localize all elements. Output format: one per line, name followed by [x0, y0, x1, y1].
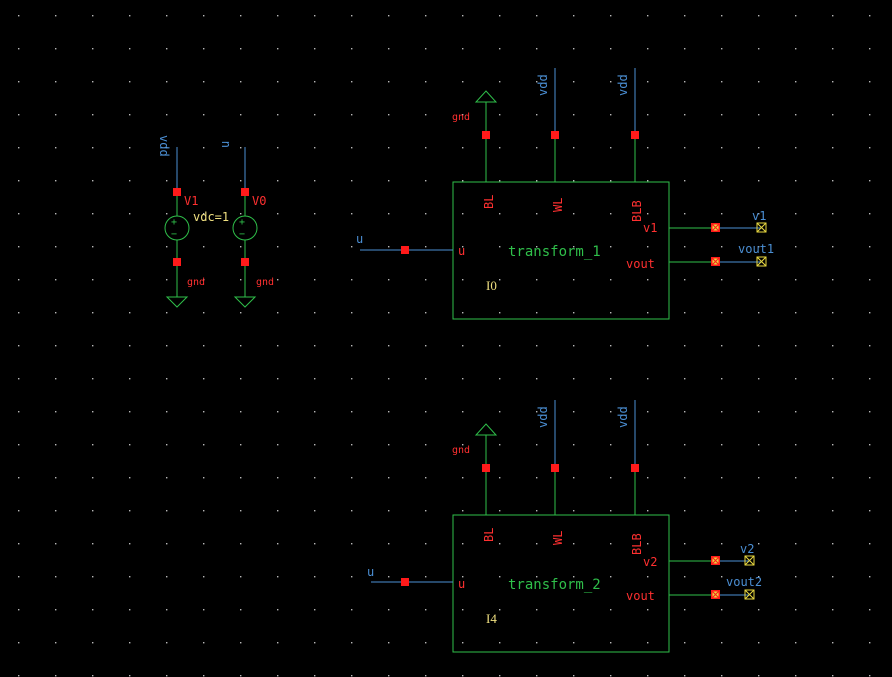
block2-gnd-symbol [474, 423, 498, 436]
block1-port-v1[interactable] [756, 222, 767, 233]
v1-param: vdc=1 [193, 210, 229, 224]
block-transform-2[interactable]: gnd vdd vdd BL WL BLB u v2 vout transfor… [367, 400, 762, 653]
block2-pin-out1-label: v2 [643, 555, 657, 569]
block2-instance-name: I4 [486, 611, 497, 626]
block2-port-vout2[interactable] [744, 589, 755, 600]
block1-pin-out2-label: vout [626, 257, 655, 271]
v1-instance-name: V1 [184, 194, 198, 208]
v0-gnd-symbol [233, 296, 257, 308]
block1-blb-net-label: vdd [616, 74, 630, 96]
v0-pin-top[interactable] [241, 188, 249, 196]
v1-gnd-label: gnd [187, 277, 205, 288]
block2-blb-net-label: vdd [616, 406, 630, 428]
block2-wl-net-label: vdd [536, 406, 550, 428]
block2-input-net-label: u [367, 565, 374, 579]
v1-plus-sign: + [171, 217, 177, 228]
block1-pin-in[interactable] [401, 246, 409, 254]
block1-pin-out1[interactable] [711, 223, 720, 232]
block2-pin-in[interactable] [401, 578, 409, 586]
block1-gnd-label: gnd [452, 112, 470, 123]
block2-pin-wl-label: WL [551, 531, 565, 545]
block1-port-vout1[interactable] [756, 256, 767, 267]
block1-pin-bl[interactable] [482, 131, 490, 139]
block2-out2-net-label: vout2 [726, 575, 762, 589]
block2-pin-out1[interactable] [711, 556, 720, 565]
block1-cell-name: transform_1 [508, 244, 601, 260]
block2-pin-bl[interactable] [482, 464, 490, 472]
block1-pin-out2[interactable] [711, 257, 720, 266]
v1-net-top-label: vdd [157, 135, 171, 157]
block1-pin-blb-label: BLB [630, 200, 644, 222]
block1-instance-name: I0 [486, 278, 497, 293]
block2-pin-in-label: u [458, 577, 465, 591]
block2-pin-out2[interactable] [711, 590, 720, 599]
v0-net-top-label: u [218, 141, 232, 148]
block1-wl-net-label: vdd [536, 74, 550, 96]
block2-pin-bl-label: BL [482, 528, 496, 542]
block2-pin-blb-label: BLB [630, 533, 644, 555]
v0-pin-bottom[interactable] [241, 258, 249, 266]
block1-pin-out1-label: v1 [643, 221, 657, 235]
voltage-source-v0[interactable]: u + − V0 gnd [218, 141, 274, 308]
block2-pin-out2-label: vout [626, 589, 655, 603]
voltage-source-v1[interactable]: vdd + − V1 vdc=1 gnd [157, 135, 229, 308]
v0-instance-name: V0 [252, 194, 266, 208]
block1-pin-in-label: u [458, 244, 465, 258]
v0-plus-sign: + [239, 217, 245, 228]
block1-pin-wl-label: WL [551, 198, 565, 212]
block1-pin-blb[interactable] [631, 131, 639, 139]
block-transform-1[interactable]: gnd vdd vdd BL WL BLB u v1 vout transfor… [356, 68, 774, 320]
block1-out2-net-label: vout1 [738, 242, 774, 256]
v0-gnd-label: gnd [256, 277, 274, 288]
block2-body[interactable] [452, 514, 670, 653]
block1-input-net-label: u [356, 232, 363, 246]
block2-pin-blb[interactable] [631, 464, 639, 472]
block1-gnd-symbol [474, 90, 498, 103]
block1-pin-wl[interactable] [551, 131, 559, 139]
v1-pin-bottom[interactable] [173, 258, 181, 266]
v1-gnd-symbol [165, 296, 189, 308]
block1-pin-bl-label: BL [482, 195, 496, 209]
block2-port-v2[interactable] [744, 555, 755, 566]
block2-pin-wl[interactable] [551, 464, 559, 472]
v1-pin-top[interactable] [173, 188, 181, 196]
block1-out1-net-label: v1 [752, 209, 766, 223]
grid-dots [18, 15, 871, 677]
block2-cell-name: transform_2 [508, 577, 601, 593]
v0-minus-sign: − [239, 229, 245, 240]
block2-out1-net-label: v2 [740, 542, 754, 556]
v1-minus-sign: − [171, 229, 177, 240]
block2-gnd-label: gnd [452, 445, 470, 456]
